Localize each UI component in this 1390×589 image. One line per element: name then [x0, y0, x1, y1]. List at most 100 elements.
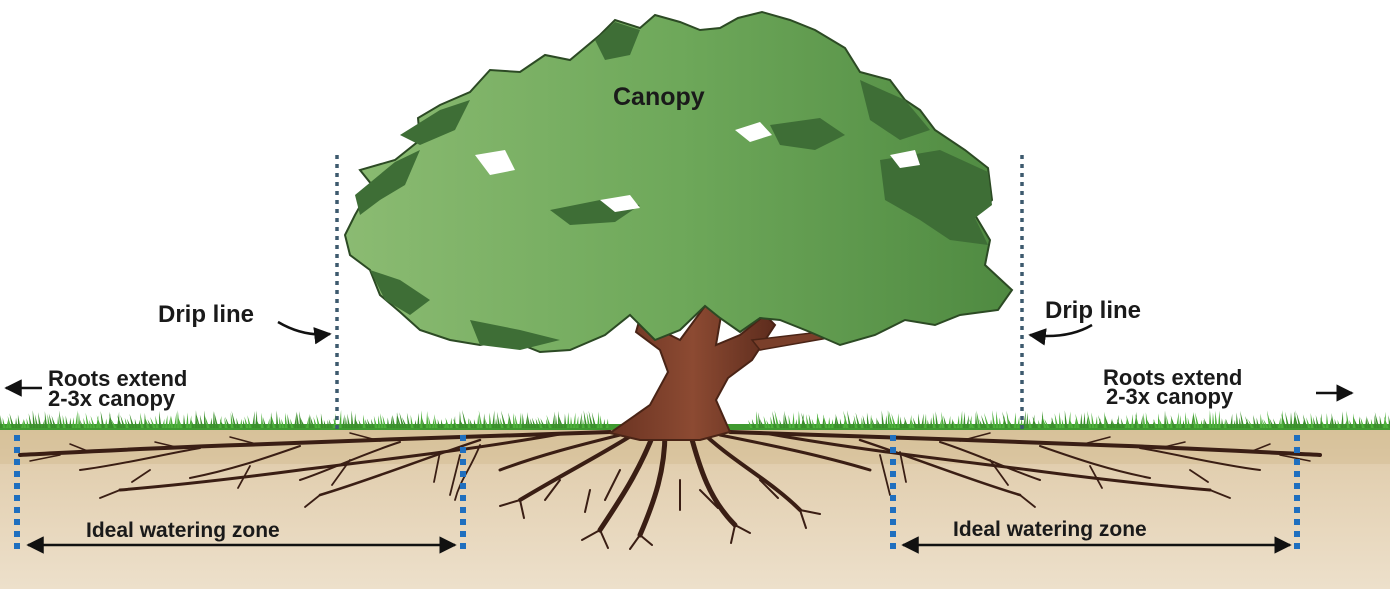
grass-blade — [270, 414, 276, 428]
grass-blade — [309, 413, 312, 428]
canopy-shadow-lower — [470, 320, 560, 350]
grass-blade — [779, 419, 783, 428]
grass-blade — [530, 418, 534, 428]
grass-blade — [795, 419, 798, 428]
grass-blade — [437, 419, 441, 428]
grass-blade — [69, 417, 72, 428]
grass-blade — [42, 419, 45, 428]
grass-blade — [586, 412, 591, 428]
grass-blade — [473, 419, 477, 428]
grass-blade — [96, 415, 102, 428]
grass-blade — [1104, 411, 1107, 428]
grass-blade — [888, 410, 894, 428]
grass-blade — [976, 410, 981, 428]
grass-blade — [1091, 412, 1095, 428]
canopy-gap — [600, 195, 640, 212]
grass-blade — [1054, 413, 1059, 428]
grass-blade — [912, 417, 918, 428]
grass-blade — [426, 410, 429, 428]
grass-blade — [831, 419, 834, 428]
grass-blade — [996, 410, 999, 428]
grass-blade — [499, 417, 504, 428]
grass-blade — [129, 413, 135, 428]
grass-blade — [219, 415, 222, 428]
grass-blade — [808, 414, 813, 428]
grass-blade — [1260, 413, 1263, 428]
grass-blade — [417, 412, 420, 428]
grass-blade — [309, 415, 315, 428]
grass-blade — [26, 418, 30, 428]
grass-blade — [1069, 418, 1074, 428]
grass-blade — [396, 412, 402, 428]
grass-blade — [144, 412, 147, 428]
grass-blade — [911, 419, 915, 428]
grass-blade — [9, 413, 15, 428]
grass-blade — [236, 417, 240, 428]
grass-blade — [1256, 417, 1260, 428]
grass-blade — [159, 410, 162, 428]
grass-blade — [432, 418, 435, 428]
grass-blade — [862, 415, 867, 428]
grass-blade — [196, 413, 201, 428]
canopy-shadow-right2 — [860, 80, 930, 140]
grass-blade — [1359, 416, 1362, 428]
grass-blade — [256, 419, 261, 428]
grass-blade — [1262, 418, 1266, 428]
grass-blade — [261, 412, 264, 428]
grass-blade — [847, 410, 852, 428]
grass-blade — [756, 410, 759, 428]
grass-blade — [1041, 410, 1044, 428]
grass-blade — [1086, 416, 1089, 428]
grass-blade — [904, 416, 909, 428]
grass-blade — [47, 413, 51, 428]
grass-blade — [109, 411, 114, 428]
grass-blade — [1346, 410, 1350, 428]
canopy-shadow-lower-left — [370, 270, 430, 315]
grass-blade — [1263, 419, 1269, 428]
grass-blade — [1120, 418, 1125, 428]
grass-blade — [210, 417, 213, 428]
grass-blade — [79, 419, 84, 428]
grass-blade — [823, 414, 828, 428]
grass-blade — [816, 412, 819, 428]
grass-blade — [342, 414, 345, 428]
grass-blade — [1087, 410, 1092, 428]
grass-blade — [170, 415, 174, 428]
grass-blade — [1315, 415, 1320, 428]
grass-blade — [1157, 413, 1161, 428]
grass-blade — [58, 410, 63, 428]
grass-blade — [900, 416, 903, 428]
grass-blade — [591, 412, 597, 428]
grass-blade — [975, 412, 978, 428]
grass-blade — [1131, 414, 1134, 428]
grass-blade — [1182, 419, 1185, 428]
grass-blade — [861, 417, 864, 428]
grass-blade — [1152, 419, 1155, 428]
grass-blade — [835, 413, 840, 428]
grass-blade — [213, 410, 216, 428]
grass-blade — [1233, 419, 1236, 428]
grass-blade — [583, 410, 588, 428]
grass-blade — [120, 415, 126, 428]
canopy-shadow-left2 — [400, 100, 470, 145]
grass-blade — [909, 414, 912, 428]
grass-blade — [1273, 418, 1278, 428]
grass-blade — [279, 416, 282, 428]
grass-blade — [1334, 418, 1338, 428]
grass-blade — [21, 419, 24, 428]
grass-blade — [1002, 415, 1005, 428]
grass-blade — [347, 413, 351, 428]
grass-blade — [1374, 411, 1380, 428]
grass-blade — [1068, 411, 1071, 428]
canopy-shadow-right — [880, 150, 992, 245]
grass-blade — [150, 416, 156, 428]
grass-blade — [963, 411, 966, 428]
grass-blade — [453, 418, 459, 428]
grass-blade — [244, 416, 249, 428]
grass-blade — [1038, 419, 1041, 428]
grass-blade — [483, 413, 486, 428]
grass-blade — [252, 411, 255, 428]
grass-blade — [774, 410, 780, 428]
grass-blade — [513, 412, 516, 428]
grass-blade — [1239, 417, 1242, 428]
